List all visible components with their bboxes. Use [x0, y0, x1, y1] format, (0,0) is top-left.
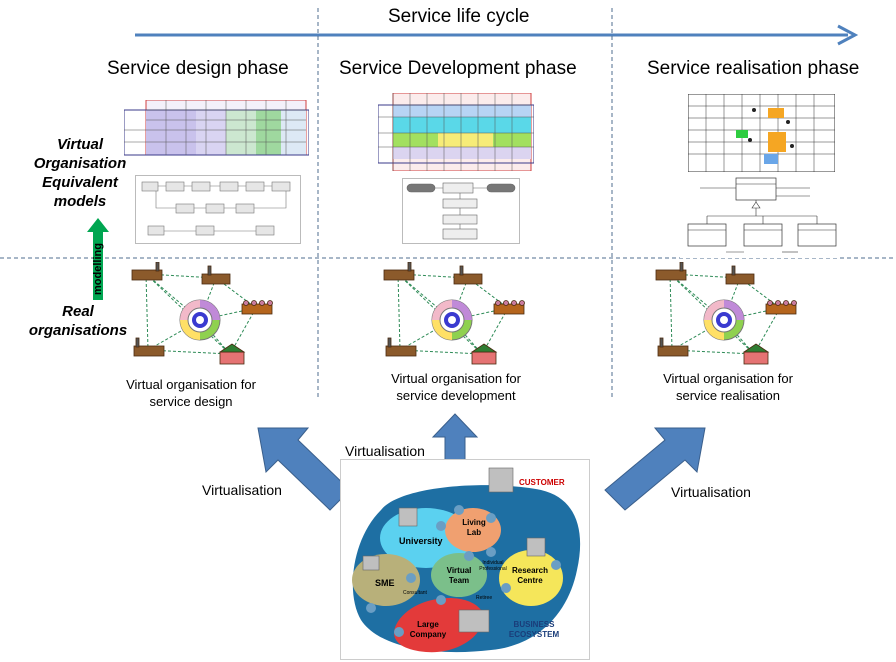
vo-network-realisation [655, 262, 797, 365]
eco-individual-professional: Individual Professional [479, 560, 507, 572]
eco-retiree: Retiree [476, 595, 493, 601]
eco-business-ecosystem: BUSINESS ECOSYSTEM [508, 620, 560, 639]
realisation-uml-thumbnail [680, 176, 840, 258]
caption-realisation: Virtual organisation for service realisa… [663, 371, 793, 403]
design-table-thumbnail [124, 100, 309, 158]
eco-living-lab: Living Lab [462, 518, 486, 537]
phase-title-design: Service design phase [107, 58, 289, 79]
factory-icon [131, 262, 273, 365]
eco-virtual-team: Virtual Team [446, 566, 472, 585]
caption-design: Virtual organisation for service design [126, 377, 256, 409]
eco-university: University [399, 536, 443, 546]
business-ecosystem-image: CUSTOMER University Living Lab SME Consu… [340, 459, 590, 660]
development-process-thumbnail [402, 178, 520, 244]
realisation-table-thumbnail [688, 94, 835, 172]
vo-network-design [131, 262, 273, 365]
vo-hub-icon [703, 299, 745, 341]
arrow-right [604, 427, 706, 511]
phase-title-development: Service Development phase [339, 58, 577, 79]
arrow-middle [431, 413, 479, 463]
virtual-models-label: Virtual Organisation Equivalent models [33, 136, 127, 210]
eco-sme: SME [375, 578, 395, 588]
eco-research-centre: Research Centre [511, 566, 549, 585]
virtualisation-label-middle: Virtualisation [345, 443, 425, 459]
vo-hub-icon [179, 299, 221, 341]
real-orgs-label: Real organisations [28, 303, 128, 339]
vo-network-development [383, 262, 525, 365]
design-process-thumbnail [135, 175, 301, 244]
phase-title-realisation: Service realisation phase [647, 58, 860, 79]
factory-icon [383, 262, 525, 365]
vo-hub-icon [431, 299, 473, 341]
development-table-thumbnail [378, 93, 534, 171]
eco-large-company: Large Company [409, 620, 447, 639]
caption-development: Virtual organisation for service develop… [391, 371, 521, 403]
lifecycle-arrow [135, 24, 859, 46]
eco-customer: CUSTOMER [519, 478, 565, 487]
factory-icon [655, 262, 797, 365]
lifecycle-title: Service life cycle [388, 6, 530, 27]
modelling-arrow: modelling [87, 218, 109, 300]
virtualisation-label-right: Virtualisation [671, 484, 751, 500]
eco-consultant: Consultant [403, 590, 427, 596]
virtualisation-label-left: Virtualisation [202, 482, 282, 498]
